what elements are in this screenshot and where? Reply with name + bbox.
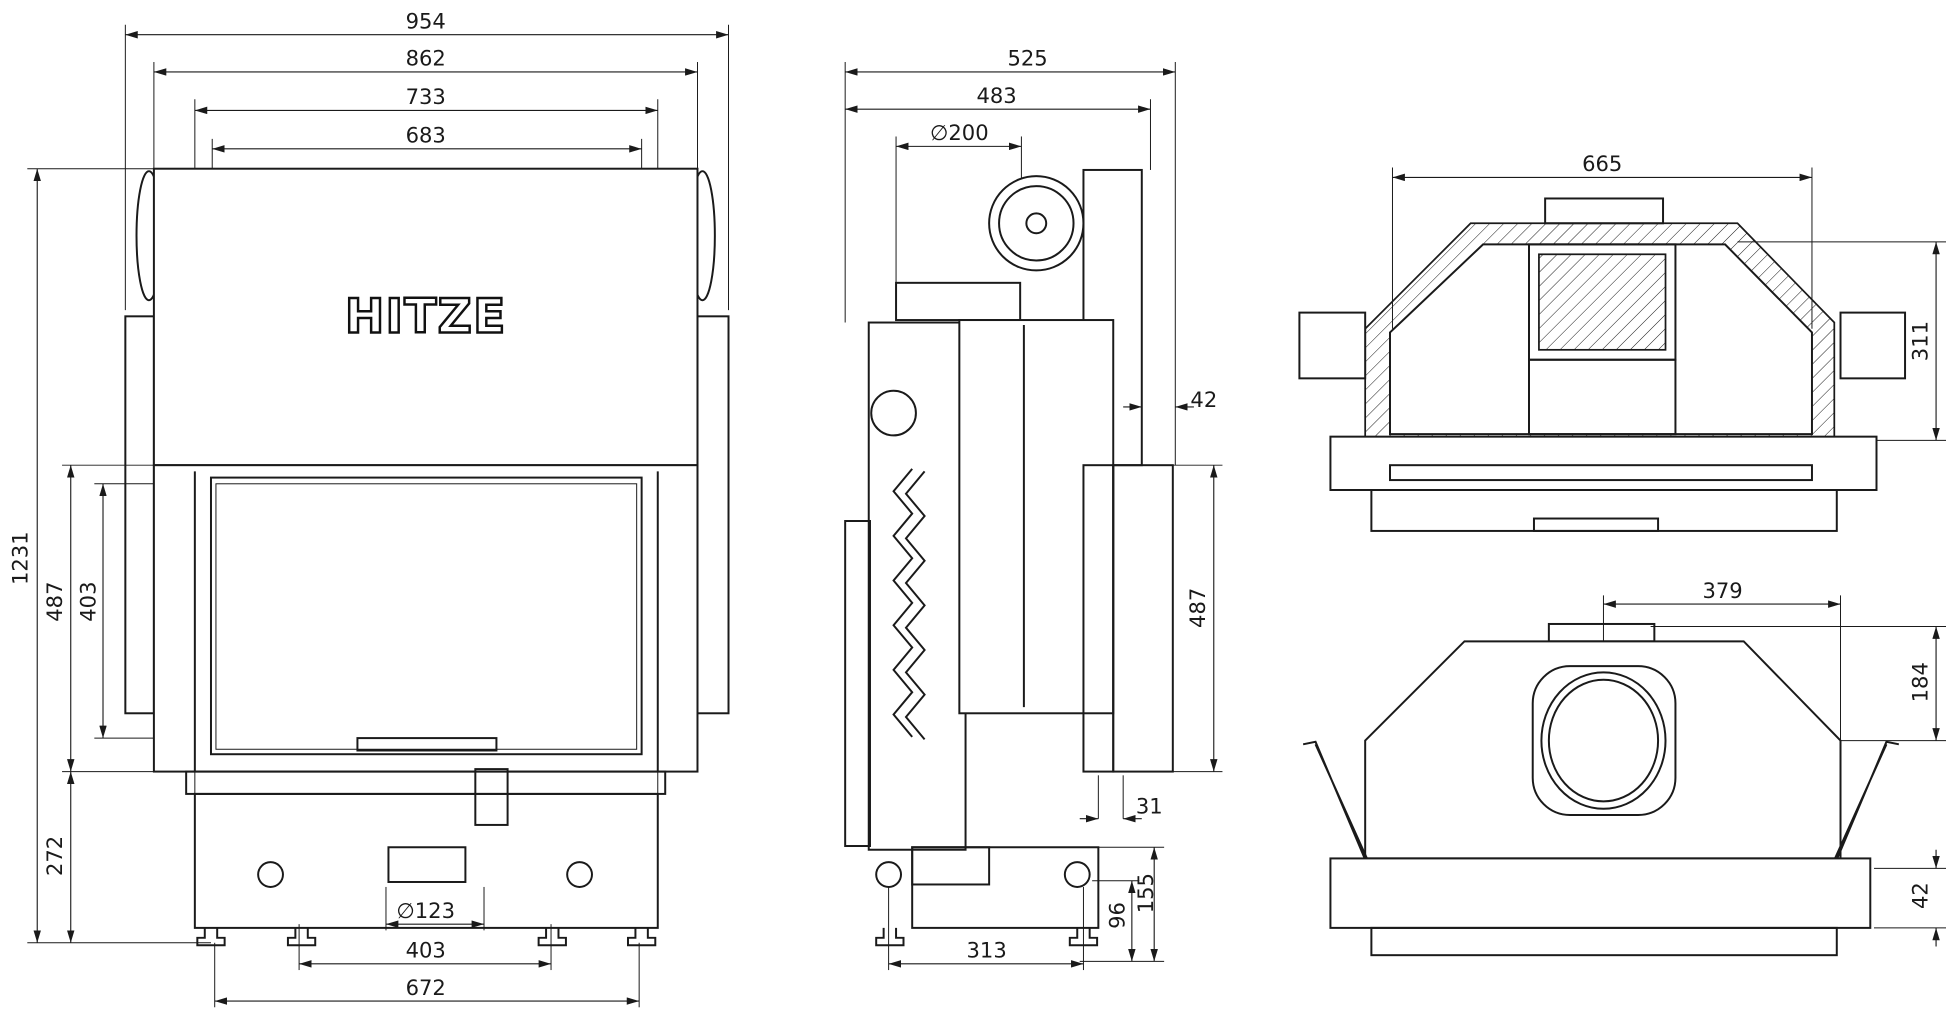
dim-272: 272 bbox=[42, 836, 67, 876]
dim-483: 483 bbox=[976, 83, 1016, 108]
dimension-lines bbox=[33, 31, 729, 1005]
glass-inner bbox=[215, 483, 638, 750]
dim-862: 862 bbox=[406, 46, 446, 71]
side-body bbox=[867, 321, 967, 851]
heat-exchanger-zigzag bbox=[892, 468, 926, 740]
right-side-panel bbox=[696, 315, 730, 715]
dim-683: 683 bbox=[406, 123, 446, 148]
air-inlet bbox=[870, 389, 917, 437]
dim-954: 954 bbox=[406, 9, 446, 34]
bottom-view: 379 184 42 bbox=[1302, 578, 1946, 957]
dim-311: 311 bbox=[1907, 321, 1932, 361]
handle bbox=[474, 768, 509, 826]
flue-fan bbox=[988, 175, 1085, 272]
dim-672: 672 bbox=[406, 975, 446, 1000]
dim-379: 379 bbox=[1702, 578, 1742, 603]
top-view-front-frame bbox=[1329, 435, 1878, 491]
dim-184: 184 bbox=[1907, 662, 1932, 702]
base-plate bbox=[185, 770, 667, 795]
dim-42-front: 42 bbox=[1907, 882, 1932, 909]
bottom-body bbox=[1364, 640, 1842, 860]
glass bbox=[209, 476, 643, 756]
dim-525: 525 bbox=[1007, 46, 1047, 71]
dim-403-feet: 403 bbox=[406, 938, 446, 963]
dim-733: 733 bbox=[406, 84, 446, 109]
dim-31: 31 bbox=[1136, 794, 1163, 819]
feet bbox=[196, 927, 657, 947]
dim-96: 96 bbox=[1104, 902, 1129, 929]
dim-487: 487 bbox=[42, 582, 67, 622]
dim-313: 313 bbox=[967, 938, 1007, 963]
flue-flange bbox=[1531, 665, 1677, 816]
left-side-panel bbox=[124, 315, 155, 715]
door-frame bbox=[152, 464, 699, 773]
side-stand bbox=[911, 846, 1100, 929]
dim-487-side: 487 bbox=[1185, 588, 1210, 628]
dim-665: 665 bbox=[1582, 151, 1622, 176]
front-view: HITZE 954 862 733 683 1231 487 403 272 ∅… bbox=[7, 9, 730, 1008]
dim-1231: 1231 bbox=[7, 531, 32, 585]
side-door bbox=[958, 319, 1115, 715]
bottom-front-plate bbox=[1329, 857, 1872, 929]
dim-d200: ∅200 bbox=[930, 120, 989, 145]
flue-collar bbox=[895, 281, 1022, 322]
brand-logo: HITZE bbox=[345, 289, 507, 344]
side-view: 525 483 ∅200 42 487 31 313 155 96 bbox=[844, 46, 1223, 971]
top-view: 665 311 bbox=[1298, 151, 1946, 532]
dim-42-back: 42 bbox=[1190, 387, 1217, 412]
dim-d123: ∅123 bbox=[396, 898, 455, 923]
air-slider bbox=[356, 737, 498, 752]
dim-155: 155 bbox=[1133, 873, 1158, 913]
stand bbox=[193, 792, 659, 929]
flue-outlet bbox=[1540, 671, 1667, 810]
dim-403: 403 bbox=[76, 582, 101, 622]
